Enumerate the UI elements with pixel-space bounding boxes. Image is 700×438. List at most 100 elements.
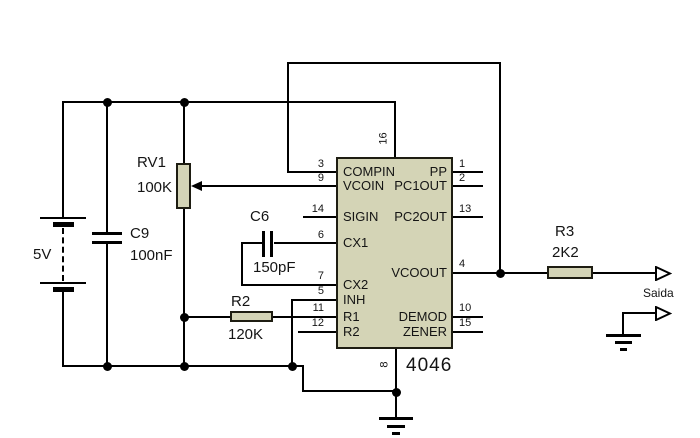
junction-dot [180,313,189,322]
r3-value-label: 2K2 [552,244,579,261]
resistor-r2-body [230,311,273,322]
wire-pin6-cx1 [274,242,336,244]
wire-pin1-stub [453,171,483,173]
c6-value-label: 150pF [253,259,296,276]
ic-pin-name-pc1out: PC1OUT [394,178,447,193]
ic-pin-name-sigin: SIGIN [343,209,379,224]
ic-pin-number-2: 2 [459,172,466,184]
ic-pin-number-10: 10 [459,302,472,314]
battery-dashed-link [62,228,64,281]
junction-dot [103,98,112,107]
wire-r2-right [273,316,336,318]
junction-dot [392,388,401,397]
c9-plate-bottom [92,241,122,244]
wire-vdd-rail [62,101,396,103]
wire-pin14-stub [303,216,336,218]
c9-value-label: 100nF [130,247,173,264]
ic-pin-number-4: 4 [459,258,466,270]
junction-dot [103,362,112,371]
wire-wiper-vcoin [196,185,336,187]
c6-ref-label: C6 [250,208,270,225]
wire-rv1-bottom [183,208,185,367]
battery-plate-short-bottom [53,287,74,292]
junction-dot [180,98,189,107]
wire-terminal-ground [623,312,657,314]
ic-pin-name-vcoin: VCOIN [343,178,385,193]
ic-pin-name-demod: DEMOD [398,309,447,324]
wire-ground-rail-lower [302,390,397,392]
wire-ground1-stem [395,392,397,418]
rv1-value-label: 100K [137,179,173,196]
ic-pin-number-14: 14 [311,203,324,215]
r2-value-label: 120K [228,326,264,343]
junction-dot [496,269,505,278]
wire-pin15-stub [453,331,483,333]
potentiometer-rv1-body [176,163,191,209]
ic-pin-name-inh: INH [343,292,366,307]
battery-plate-long-bottom [40,282,86,284]
resistor-r3-body [547,266,593,279]
wire-r2-left [185,316,230,318]
ic-pin-number-5: 5 [317,285,324,297]
wire-pin12-stub [298,331,336,333]
wire-ground2-stem [622,312,624,335]
ic-pin-number-15: 15 [459,317,472,329]
wire-rv1-top [183,101,185,165]
wire-pin13-stub [453,216,483,218]
wire-c6-link [241,242,243,286]
rv1-ref-label: RV1 [137,154,166,171]
junction-dot [180,362,189,371]
ic-pin-name-vcoout: VCOOUT [391,265,447,280]
ic-pin-number-13: 13 [459,203,472,215]
c9-plate-top [92,232,122,235]
ic-pin-number-7: 7 [317,270,324,282]
output-terminal-saida-icon [655,266,672,281]
wire-r3-output [593,272,657,274]
ic-pin-name-cx1: CX1 [343,235,369,250]
wire-pin16-vdd [394,101,396,157]
ic-pin-name-compin: COMPIN [343,164,395,179]
battery-voltage-label: 5V [33,246,52,263]
wire-c9-top [106,101,108,233]
ic-pin-number-11: 11 [312,302,324,314]
ic-pin-name-r1: R1 [343,309,360,324]
ic-pin-number-6: 6 [317,229,324,241]
wire-pin8-vss [395,349,397,392]
ground-bar-small [392,432,400,435]
ground-bar-medium [615,341,632,344]
wire-feedback-left-drop [287,62,289,172]
ic-part-number-label: 4046 [406,355,453,376]
r2-ref-label: R2 [231,293,251,310]
ic-pin-name-zener: ZENER [402,324,447,339]
ground-terminal-icon [655,306,672,321]
rv1-wiper-arrow-icon [191,181,202,191]
wire-feedback-right-drop [499,62,501,274]
output-terminal-label: Saida [643,286,674,300]
ic-pin-name-r2: R2 [343,324,360,339]
r3-ref-label: R3 [555,223,575,240]
wire-c9-bottom [106,244,108,367]
ground-bar-small [620,348,627,351]
c6-plate-right [270,231,273,257]
battery-plate-short-top [53,222,74,227]
ic-pin-number-16: 16 [377,132,390,145]
ic-pin-number-1: 1 [459,158,466,170]
wire-pin10-stub [453,316,483,318]
ic-pin-number-12: 12 [311,317,324,329]
wire-pin3-compin [287,171,336,173]
wire-pin7-cx2 [242,284,336,286]
wire-inh-drop [291,299,293,367]
wire-ground-step [302,365,304,392]
ic-pin-number-8: 8 [378,361,391,368]
c9-ref-label: C9 [130,225,150,242]
wire-battery-bottom [62,292,64,367]
ic-pin-number-9: 9 [317,172,324,184]
ground-bar-wide [379,417,413,420]
wire-feedback-top [287,62,501,64]
wire-pin2-stub [453,185,483,187]
ground-bar-wide [606,334,641,337]
ic-pin-name-cx2: CX2 [343,277,369,292]
battery-plate-long-top [40,217,86,219]
junction-dot [288,362,297,371]
